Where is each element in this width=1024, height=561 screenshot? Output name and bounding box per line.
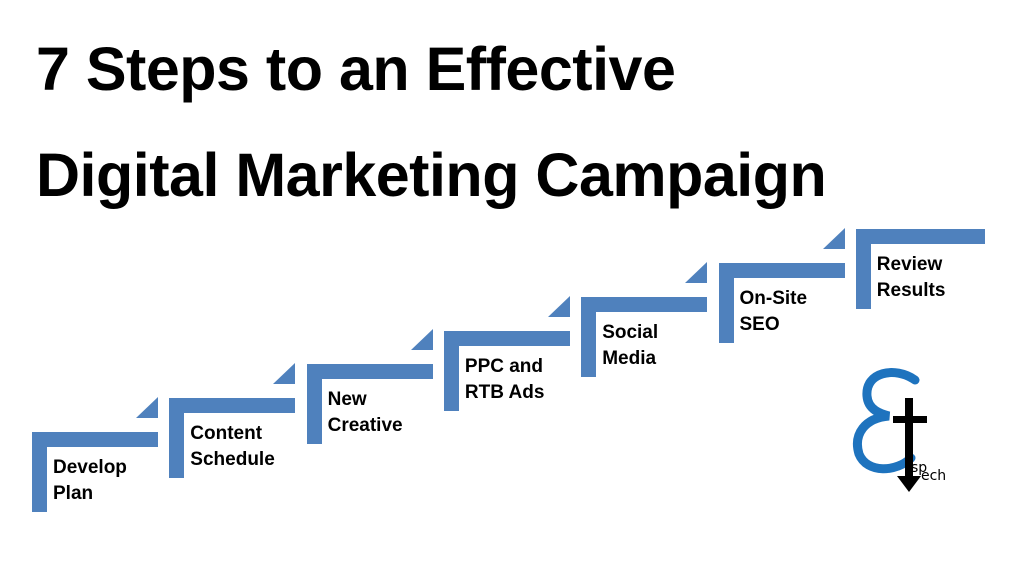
- step-arrow-triangle: [410, 329, 433, 351]
- step-bar-horizontal: [855, 229, 985, 245]
- step-arrow-triangle: [547, 295, 570, 317]
- step-bar-horizontal: [306, 364, 433, 380]
- step-bar-horizontal: [443, 330, 570, 346]
- step-arrow-triangle: [685, 261, 708, 283]
- title-line-2: Digital Marketing Campaign: [36, 141, 827, 209]
- step-bar-vertical: [443, 330, 459, 411]
- step-label-line-1: New: [327, 389, 367, 411]
- step-bar-vertical: [306, 364, 322, 445]
- step-bar-vertical: [581, 296, 597, 377]
- step-label-line-2: Results: [876, 280, 946, 302]
- svg-text:sp: sp: [911, 460, 927, 476]
- step-arrow-triangle: [822, 228, 845, 249]
- step-label-line-1: Social: [602, 321, 659, 343]
- step-arrow-triangle: [273, 363, 296, 385]
- step-label-line-2: Schedule: [190, 449, 275, 471]
- step-bar-vertical: [718, 263, 734, 343]
- step-label-line-1: Content: [190, 423, 263, 445]
- step-bar-vertical: [169, 398, 185, 479]
- step-bar-horizontal: [32, 432, 158, 447]
- title-line-1: 7 Steps to an Effective: [36, 35, 676, 103]
- step-label-line-2: SEO: [739, 314, 780, 335]
- svg-text:ech: ech: [921, 468, 946, 484]
- step-label-line-1: On-Site: [739, 288, 808, 309]
- step-arrow-triangle: [136, 397, 158, 418]
- step-label-line-1: Develop: [53, 457, 127, 478]
- step-bar-horizontal: [169, 398, 296, 414]
- step-label-line-2: Creative: [327, 415, 403, 437]
- step-label-line-2: Media: [602, 347, 657, 369]
- step-bar-vertical: [32, 432, 47, 512]
- company-logo: sp ech: [853, 368, 946, 492]
- step-bar-horizontal: [581, 296, 708, 312]
- step-label-line-2: Plan: [53, 483, 94, 504]
- step-label-line-2: RTB Ads: [464, 381, 545, 403]
- step-bar-horizontal: [718, 263, 845, 278]
- step-label-line-1: Review: [876, 254, 943, 276]
- step-bar-vertical: [855, 229, 871, 310]
- step-label-line-1: PPC and: [464, 355, 544, 377]
